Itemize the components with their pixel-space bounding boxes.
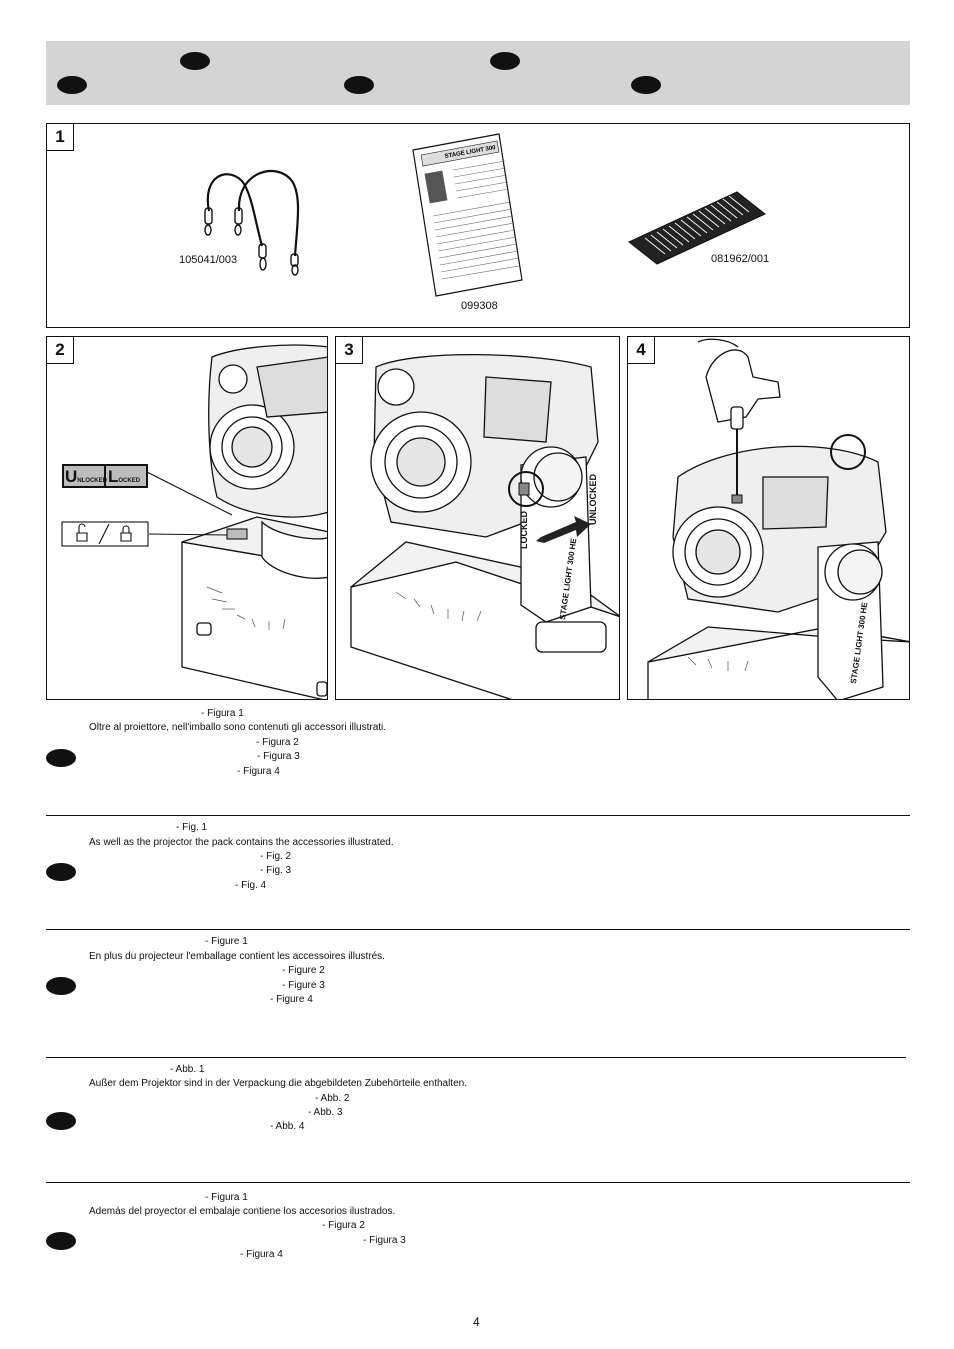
figure-reference: - Figura 2 <box>322 1220 365 1231</box>
figure-2-panel: U NLOCKED L OCKED 2 <box>46 336 328 700</box>
unlocked-label: U NLOCKED <box>65 467 107 486</box>
language-dot-icon <box>46 977 76 995</box>
language-dot-icon <box>490 52 520 70</box>
figure-number: 3 <box>336 337 363 364</box>
figure-reference: - Figure 3 <box>282 980 325 991</box>
user-manual-illustration: STAGE LIGHT 300 <box>412 133 523 297</box>
projector-unlock-illustration <box>350 353 619 699</box>
section-sentence: En plus du projecteur l'emballage contie… <box>89 951 385 962</box>
figure-reference: - Figura 3 <box>257 751 300 762</box>
figure-reference: - Abb. 4 <box>270 1121 305 1132</box>
page-number: 4 <box>473 1315 480 1329</box>
language-dot-icon <box>46 749 76 767</box>
language-dot-icon <box>57 76 87 94</box>
figure-number: 1 <box>47 124 74 151</box>
language-dot-icon <box>46 863 76 881</box>
language-dot-icon <box>46 1112 76 1130</box>
figure-reference: - Abb. 3 <box>308 1107 343 1118</box>
figure-reference: - Figura 2 <box>256 737 299 748</box>
figure-reference: - Figura 1 <box>205 1192 248 1203</box>
figure-reference: - Fig. 4 <box>235 880 267 891</box>
figure-reference: - Figura 4 <box>237 766 280 777</box>
figure-number: 4 <box>628 337 655 364</box>
figure-reference: - Figure 4 <box>270 994 313 1005</box>
figure-reference: - Abb. 2 <box>315 1093 350 1104</box>
cable-part-code: 105041/003 <box>179 254 238 266</box>
section-sentence: Además del proyector el embalaje contien… <box>89 1206 396 1217</box>
figure-reference: - Fig. 2 <box>260 851 292 862</box>
figure-reference: - Fig. 3 <box>260 865 292 876</box>
language-dot-icon <box>344 76 374 94</box>
section-divider <box>46 815 910 816</box>
label-sticker-illustration <box>628 191 766 265</box>
section-divider <box>46 1057 906 1058</box>
safety-cables-illustration <box>204 169 300 276</box>
figure-reference: - Figure 1 <box>205 936 248 947</box>
locked-arm-label: LOCKED <box>519 511 529 549</box>
unlocked-arm-label: UNLOCKED <box>588 474 598 525</box>
figure-3-panel: LOCKED UNLOCKED STAGE LIGHT 300 HE 3 <box>335 336 620 700</box>
manual-part-code: 099308 <box>461 300 498 312</box>
section-sentence: Außer dem Projektor sind in der Verpacku… <box>89 1078 468 1089</box>
section-sentence: As well as the projector the pack contai… <box>89 837 394 848</box>
figure-reference: - Figura 4 <box>240 1249 283 1260</box>
label-part-code: 081962/001 <box>711 253 770 265</box>
figure-reference: - Figure 2 <box>282 965 325 976</box>
language-dot-icon <box>46 1232 76 1250</box>
figure-4-panel: STAGE LIGHT 300 HE 4 <box>627 336 910 700</box>
projector-screwdriver-illustration <box>647 338 909 699</box>
language-dot-icon <box>631 76 661 94</box>
figure-number: 2 <box>47 337 74 364</box>
figure-reference: - Fig. 1 <box>176 822 208 833</box>
figure-reference: - Abb. 1 <box>170 1064 205 1075</box>
section-divider <box>46 1182 910 1183</box>
language-header-band <box>46 41 910 105</box>
figure-reference: - Figura 3 <box>363 1235 406 1246</box>
locked-label: L OCKED <box>108 467 141 486</box>
section-divider <box>46 929 910 930</box>
section-sentence: Oltre al proiettore, nell'imballo sono c… <box>89 722 387 733</box>
projector-lock-illustration <box>61 344 327 699</box>
language-dot-icon <box>180 52 210 70</box>
figure-reference: - Figura 1 <box>201 708 244 719</box>
figure-1-panel: 1 105041/003 STAGE LIGHT 300 099308 <box>46 123 910 328</box>
